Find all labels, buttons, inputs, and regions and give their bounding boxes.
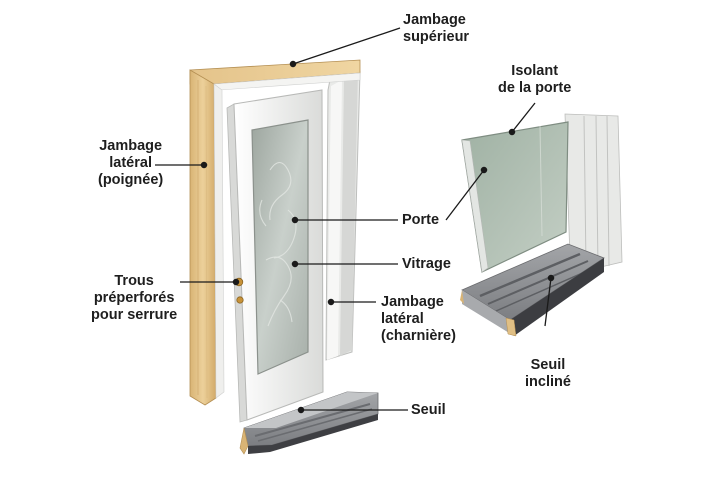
leader-lines xyxy=(155,27,555,414)
handle-jamb xyxy=(189,69,217,406)
door-slab xyxy=(226,89,324,423)
label-vitrage: Vitrage xyxy=(402,256,451,272)
main-door-frame xyxy=(189,59,361,406)
lock-bore-lower xyxy=(236,296,244,304)
door-insulation-assembly xyxy=(460,113,623,337)
label-isolant: Isolant de la porte xyxy=(498,63,572,96)
leader-jambage-superieur xyxy=(292,27,401,65)
label-trous-preperfores: Trous préperforés pour serrure xyxy=(91,273,178,323)
label-jambage-poignee: Jambage latéral (poignée) xyxy=(98,138,164,188)
glass-panel xyxy=(251,119,309,375)
leader-porte-right xyxy=(445,169,485,221)
label-seuil-incline: Seuil incliné xyxy=(525,357,571,390)
label-porte: Porte xyxy=(402,212,440,228)
label-jambage-charniere: Jambage latéral (charnière) xyxy=(381,294,456,344)
label-jambage-superieur: Jambage supérieur xyxy=(403,12,470,45)
leader-seuil-incline xyxy=(544,277,552,327)
leader-isolant xyxy=(511,102,536,133)
label-seuil: Seuil xyxy=(411,402,446,418)
